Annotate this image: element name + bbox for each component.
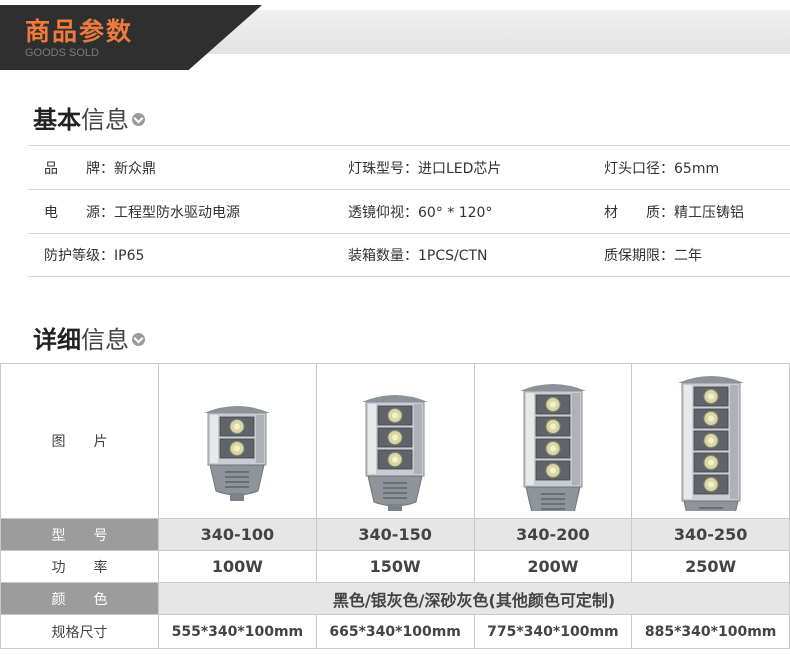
size-value: 665*340*100mm xyxy=(315,614,475,649)
model-value: 340-150 xyxy=(315,518,475,551)
basic-cell: 材 质：精工压铸铝 xyxy=(604,204,744,221)
basic-cell: 电 源：工程型防水驱动电源 xyxy=(44,204,240,221)
power-value: 150W xyxy=(315,550,475,583)
model-row: 型 号 340-100 340-150 340-200 340-250 xyxy=(0,518,790,551)
basic-row: 防护等级：IP65 装箱数量：1PCS/CTN 质保期限：二年 xyxy=(28,233,790,277)
power-row: 功 率 100W 150W 200W 250W xyxy=(0,550,790,583)
size-row: 规格尺寸 555*340*100mm 665*340*100mm 775*340… xyxy=(0,614,790,649)
model-value: 340-250 xyxy=(631,518,790,551)
model-value: 340-100 xyxy=(158,518,317,551)
basic-cell: 防护等级：IP65 xyxy=(44,248,145,264)
size-value: 885*340*100mm xyxy=(631,614,790,649)
chevron-down-icon xyxy=(132,333,145,346)
size-value: 775*340*100mm xyxy=(473,614,633,649)
banner-title: 商品参数 xyxy=(25,17,134,46)
street-lamp-image xyxy=(362,395,429,511)
color-value: 黑色/银灰色/深砂灰色(其他颜色可定制) xyxy=(158,582,790,615)
color-label: 颜 色 xyxy=(0,582,159,615)
product-image-cell xyxy=(315,363,475,519)
product-image-cell xyxy=(631,363,790,519)
power-value: 200W xyxy=(473,550,633,583)
detail-info-heading: 详细信息 xyxy=(33,320,145,355)
basic-cell: 透镜仰视：60° * 120° xyxy=(348,204,493,221)
product-image-cell xyxy=(473,363,633,519)
basic-info-table: 品 牌：新众鼎 灯珠型号：进口LED芯片 灯头口径：65mm 电 源：工程型防水… xyxy=(28,145,790,277)
basic-cell: 灯珠型号：进口LED芯片 xyxy=(348,160,502,177)
power-label: 功 率 xyxy=(0,550,159,583)
street-lamp-image xyxy=(204,406,271,501)
basic-cell: 品 牌：新众鼎 xyxy=(44,160,156,177)
basic-row: 电 源：工程型防水驱动电源 透镜仰视：60° * 120° 材 质：精工压铸铝 xyxy=(28,189,790,233)
street-lamp-image xyxy=(519,384,586,511)
basic-row: 品 牌：新众鼎 灯珠型号：进口LED芯片 灯头口径：65mm xyxy=(28,145,790,189)
image-label: 图 片 xyxy=(0,363,159,519)
banner-subtitle: GOODS SOLD xyxy=(25,47,99,59)
image-row: 图 片 xyxy=(0,363,790,519)
basic-info-heading: 基本信息 xyxy=(33,100,145,135)
model-label: 型 号 xyxy=(0,518,159,551)
basic-cell: 质保期限：二年 xyxy=(604,248,702,264)
model-value: 340-200 xyxy=(473,518,633,551)
power-value: 100W xyxy=(158,550,317,583)
product-image-cell xyxy=(158,363,317,519)
street-lamp-image xyxy=(677,376,744,511)
detail-table: 图 片 型 号 340-100 340-150 340-200 340-250 … xyxy=(0,363,790,649)
size-label: 规格尺寸 xyxy=(0,614,159,649)
basic-cell: 装箱数量：1PCS/CTN xyxy=(348,248,488,264)
header-banner: 商品参数 GOODS SOLD xyxy=(0,0,790,70)
power-value: 250W xyxy=(631,550,790,583)
chevron-down-icon xyxy=(132,113,145,126)
basic-cell: 灯头口径：65mm xyxy=(604,160,720,177)
size-value: 555*340*100mm xyxy=(158,614,317,649)
color-row: 颜 色 黑色/银灰色/深砂灰色(其他颜色可定制) xyxy=(0,582,790,615)
